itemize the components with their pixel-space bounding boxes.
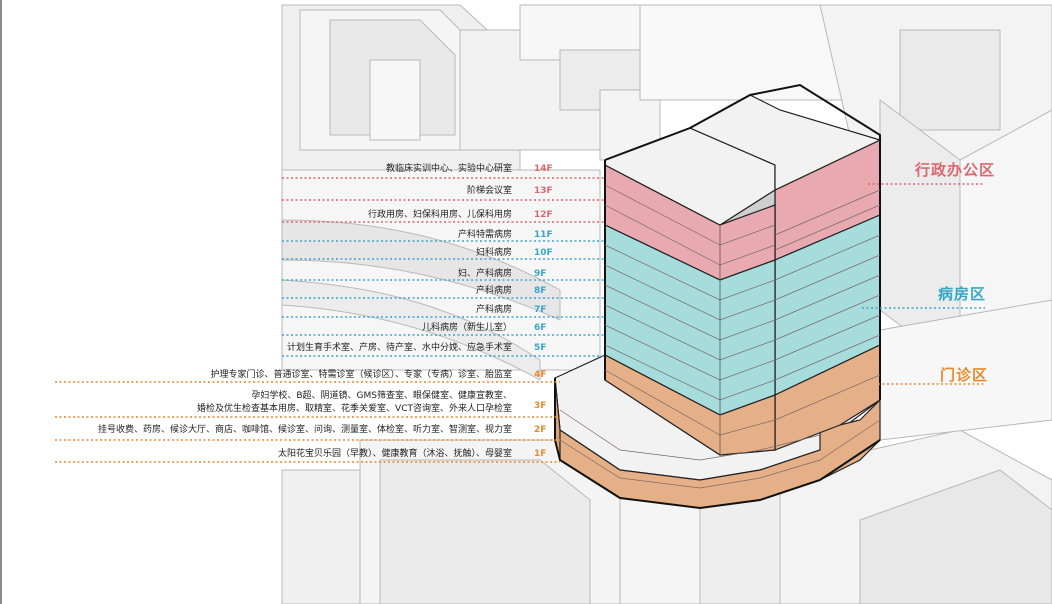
context-buildings [281, 4, 1052, 604]
floor-level-3f: 3F [534, 401, 546, 411]
floor-level-6f: 6F [534, 323, 546, 333]
floor-desc-4f: 护理专家门诊、普通诊室、特需诊室（候诊区）、专家（专病）诊室、胎监室 [210, 368, 512, 380]
left-border [0, 0, 2, 604]
floor-level-5f: 5F [534, 343, 546, 353]
zone-label-office: 行政办公区 [915, 161, 996, 179]
floor-desc-1f: 太阳花宝贝乐园（早教）、健康教育（沐浴、抚触）、母婴室 [278, 447, 512, 459]
floor-level-9f: 9F [534, 269, 546, 279]
floor-level-8f: 8F [534, 286, 546, 296]
floor-desc-5f: 计划生育手术室、产房、待产室、水中分娩、应急手术室 [287, 341, 512, 353]
floor-level-13f: 13F [534, 186, 553, 196]
zone-leader-group [862, 183, 985, 385]
zone-label-outpatient: 门诊区 [940, 366, 989, 384]
floor-level-4f: 4F [534, 370, 546, 380]
floor-desc-12f: 行政用房、妇保科用房、儿保科用房 [368, 208, 512, 220]
floor-level-14f: 14F [534, 164, 553, 174]
floor-desc-8f: 产科病房 [476, 284, 512, 296]
floor-desc-3f-line2: 婚检及优生检查基本用房、取精室、花季关爱室、VCT咨询室、外来人口孕检室 [197, 402, 512, 414]
floor-level-11f: 11F [534, 230, 553, 240]
floor-desc-10f: 妇科病房 [476, 246, 512, 258]
floor-desc-2f: 挂号收费、药房、候诊大厅、商店、咖啡馆、候诊室、问询、测量室、体检室、听力室、智… [98, 423, 512, 435]
floor-desc-6f: 儿科病房（新生儿室） [422, 321, 512, 333]
floor-level-10f: 10F [534, 248, 553, 258]
floor-level-1f: 1F [534, 449, 546, 459]
floor-level-12f: 12F [534, 210, 553, 220]
zone-label-ward: 病房区 [938, 285, 987, 303]
floor-desc-14f: 教临床实训中心、实验中心研室 [386, 162, 512, 174]
main-building [554, 83, 882, 510]
floor-desc-9f: 妇、产科病房 [458, 267, 512, 279]
floor-label-group: 教临床实训中心、实验中心研室 14F 阶梯会议室 13F 行政用房、妇保科用房、儿保科用… [55, 162, 605, 463]
floor-desc-3f: 孕妇学校、B超、阴道镜、GMS筛查室、眼保健室、健康宣教室、 [251, 389, 512, 401]
floor-desc-13f: 阶梯会议室 [467, 184, 512, 196]
floor-desc-11f: 产科特需病房 [458, 228, 512, 240]
floor-desc-7f: 产科病房 [476, 303, 512, 315]
floor-level-7f: 7F [534, 305, 546, 315]
floor-level-2f: 2F [534, 425, 546, 435]
